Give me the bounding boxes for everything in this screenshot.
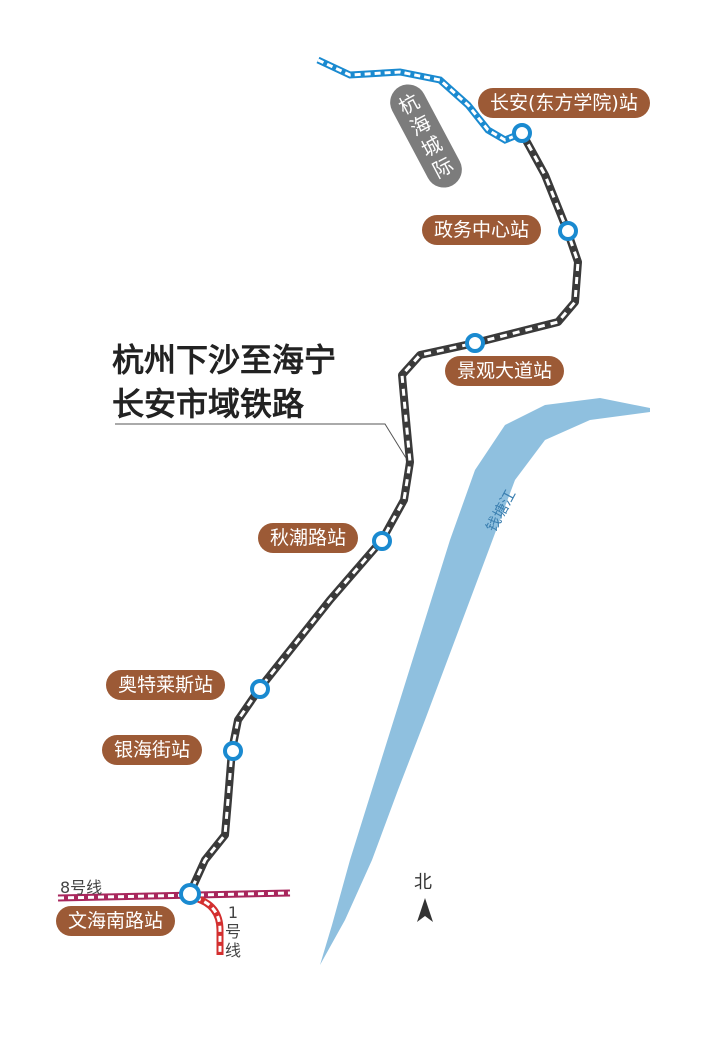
station-marker-zhengwu[interactable] (558, 221, 578, 241)
station-label-wenhainan[interactable]: 文海南路站 (56, 906, 176, 936)
station-label-outlets[interactable]: 奥特莱斯站 (106, 670, 226, 700)
station-marker-yinhai[interactable] (223, 741, 243, 761)
station-label-zhengwu[interactable]: 政务中心站 (422, 215, 542, 245)
line-1 (193, 894, 224, 955)
line-8-dash (57, 891, 291, 900)
qiantang-river (320, 398, 650, 965)
line-1-dash (194, 896, 222, 955)
title-line-2: 长安市域铁路 (112, 385, 305, 423)
title-line-1: 杭州下沙至海宁 (112, 341, 337, 379)
hangzhou-haining-route (186, 131, 582, 895)
station-marker-outlets[interactable] (250, 679, 270, 699)
station-marker-wenhainan[interactable] (179, 883, 201, 905)
north-arrow-icon (417, 898, 433, 922)
station-marker-qiuchao[interactable] (372, 531, 392, 551)
intercity-line-dash (317, 58, 523, 142)
line-8-label: 8号线 (60, 878, 103, 897)
station-label-changan[interactable]: 长安(东方学院)站 (478, 88, 650, 118)
station-marker-changan[interactable] (512, 123, 532, 143)
station-marker-jingguan[interactable] (465, 333, 485, 353)
compass-label: 北 (414, 872, 432, 893)
title-leader-line (115, 423, 407, 459)
station-label-qiuchao[interactable]: 秋潮路站 (258, 523, 359, 553)
station-label-yinhai[interactable]: 银海街站 (102, 735, 203, 765)
station-label-jingguan[interactable]: 景观大道站 (445, 356, 565, 386)
map-title: 杭州下沙至海宁 长安市域铁路 (112, 338, 336, 426)
station-markers (179, 123, 578, 905)
line-1-label-hao: 号 (224, 922, 241, 941)
line-1-label: 1 号 线 (224, 903, 242, 960)
line-1-label-xian: 线 (224, 941, 241, 960)
line-1-label-num: 1 (227, 903, 239, 922)
